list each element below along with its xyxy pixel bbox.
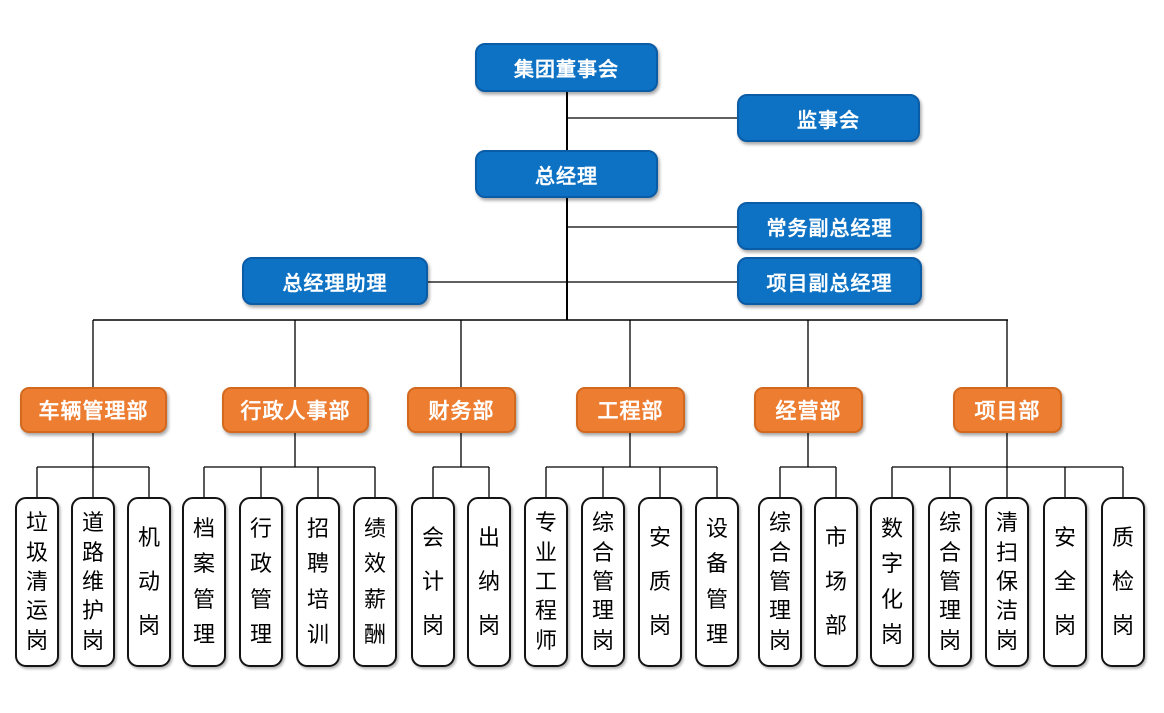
- position-label: 行政管理: [249, 516, 272, 647]
- position-drop-lines: [36, 467, 1124, 498]
- node-dept-vehicle-management: 车辆管理部: [20, 387, 167, 433]
- position-label: 会计岗: [421, 525, 444, 638]
- position-label: 数字化岗: [880, 516, 903, 647]
- node-position-cashier: 出纳岗: [467, 497, 511, 667]
- position-label: 市场部: [824, 525, 847, 638]
- node-deputy-gm-executive-label: 常务副总经理: [766, 217, 893, 240]
- node-supervisory-board-label: 监事会: [797, 109, 860, 132]
- position-label: 档案管理: [192, 516, 215, 647]
- dept-label: 车辆管理部: [38, 400, 149, 423]
- node-position-performance-payroll: 绩效薪酬: [353, 497, 397, 667]
- node-gm-assistant: 总经理助理: [242, 257, 428, 305]
- node-position-sweeping-cleaning: 清扫保洁岗: [985, 497, 1029, 667]
- node-position-accounting: 会计岗: [411, 497, 455, 667]
- node-general-manager-label: 总经理: [535, 165, 598, 188]
- node-deputy-gm-project-label: 项目副总经理: [766, 272, 893, 295]
- node-dept-project: 项目部: [953, 387, 1062, 433]
- node-position-mobile: 机动岗: [127, 497, 171, 667]
- node-dept-engineering: 工程部: [576, 387, 685, 433]
- node-position-general-management-eng: 综合管理岗: [581, 497, 625, 667]
- position-label: 安质岗: [648, 525, 671, 638]
- position-label: 机动岗: [137, 525, 160, 638]
- node-dept-finance: 财务部: [407, 387, 516, 433]
- position-label: 垃圾清运岗: [25, 510, 48, 653]
- node-dept-operations: 经营部: [754, 387, 863, 433]
- position-label: 设备管理: [705, 516, 728, 647]
- position-label: 道路维护岗: [81, 510, 104, 653]
- node-position-general-management-ops: 综合管理岗: [758, 497, 802, 667]
- node-supervisory-board: 监事会: [737, 94, 920, 142]
- position-label: 专业工程师: [534, 510, 557, 653]
- node-gm-assistant-label: 总经理助理: [282, 272, 388, 295]
- node-position-recruiting-training: 招聘培训: [296, 497, 340, 667]
- dept-label: 财务部: [428, 400, 495, 423]
- department-drop-lines: [92, 320, 1008, 388]
- node-position-admin-management: 行政管理: [239, 497, 283, 667]
- node-deputy-gm-project: 项目副总经理: [737, 257, 922, 305]
- executive-branch-lines: [428, 117, 737, 283]
- node-position-garbage-removal: 垃圾清运岗: [15, 497, 59, 667]
- node-dept-admin-hr: 行政人事部: [222, 387, 369, 433]
- dept-label: 工程部: [597, 400, 664, 423]
- node-general-manager: 总经理: [475, 150, 658, 198]
- position-label: 质检岗: [1111, 525, 1134, 638]
- position-label: 招聘培训: [306, 516, 329, 647]
- position-label: 出纳岗: [477, 525, 500, 638]
- node-position-market: 市场部: [814, 497, 858, 667]
- dept-label: 经营部: [775, 400, 842, 423]
- position-label: 综合管理岗: [591, 510, 614, 653]
- position-label: 综合管理岗: [768, 510, 791, 653]
- dept-label: 行政人事部: [240, 400, 351, 423]
- position-label: 安全岗: [1053, 525, 1076, 638]
- node-position-safety-quality: 安质岗: [638, 497, 682, 667]
- node-board: 集团董事会: [475, 43, 658, 92]
- node-position-equipment-management: 设备管理: [695, 497, 739, 667]
- node-board-label: 集团董事会: [514, 59, 619, 81]
- position-label: 绩效薪酬: [363, 516, 386, 647]
- node-position-safety: 安全岗: [1043, 497, 1087, 667]
- position-stem-lines: [92, 433, 1008, 467]
- node-position-professional-engineer: 专业工程师: [524, 497, 568, 667]
- node-position-digitalization: 数字化岗: [870, 497, 914, 667]
- node-deputy-gm-executive: 常务副总经理: [737, 202, 922, 250]
- position-label: 清扫保洁岗: [995, 510, 1018, 653]
- node-position-archives: 档案管理: [182, 497, 226, 667]
- dept-label: 项目部: [974, 400, 1041, 423]
- node-position-quality-inspection: 质检岗: [1101, 497, 1145, 667]
- node-position-road-maintenance: 道路维护岗: [71, 497, 115, 667]
- position-label: 综合管理岗: [938, 510, 961, 653]
- node-position-general-management-proj: 综合管理岗: [928, 497, 972, 667]
